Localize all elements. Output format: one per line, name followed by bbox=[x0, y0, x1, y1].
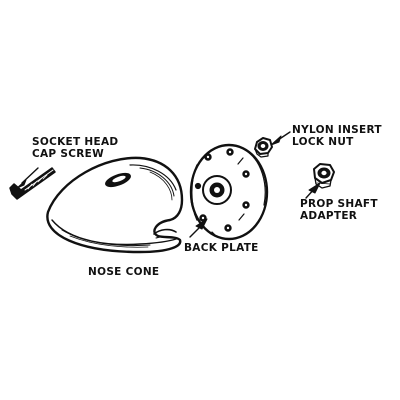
nylon-insert-lock-nut bbox=[254, 137, 273, 158]
label-prop-shaft-adapter: PROP SHAFT ADAPTER bbox=[300, 198, 378, 222]
label-prop-shaft-line2: ADAPTER bbox=[300, 210, 358, 222]
lock-nut-leader bbox=[270, 131, 291, 146]
back-plate bbox=[189, 143, 269, 241]
back-plate-leader bbox=[189, 218, 208, 238]
label-socket-head-line2: CAP SCREW bbox=[32, 148, 104, 160]
socket-head-cap-screw bbox=[9, 167, 56, 200]
adapter-leader bbox=[305, 182, 321, 199]
label-nylon-insert-lock-nut: NYLON INSERT LOCK NUT bbox=[292, 124, 382, 148]
nose-cone bbox=[46, 156, 184, 254]
screw-label-leader bbox=[16, 167, 39, 189]
label-nylon-insert-line2: LOCK NUT bbox=[292, 136, 354, 148]
label-prop-shaft-line1: PROP SHAFT bbox=[300, 198, 378, 210]
label-socket-head-line1: SOCKET HEAD bbox=[32, 136, 119, 148]
label-back-plate: BACK PLATE bbox=[184, 242, 259, 254]
label-socket-head-cap-screw: SOCKET HEAD CAP SCREW bbox=[32, 136, 118, 160]
label-nose-cone: NOSE CONE bbox=[88, 266, 160, 278]
label-nylon-insert-line1: NYLON INSERT bbox=[292, 124, 382, 136]
